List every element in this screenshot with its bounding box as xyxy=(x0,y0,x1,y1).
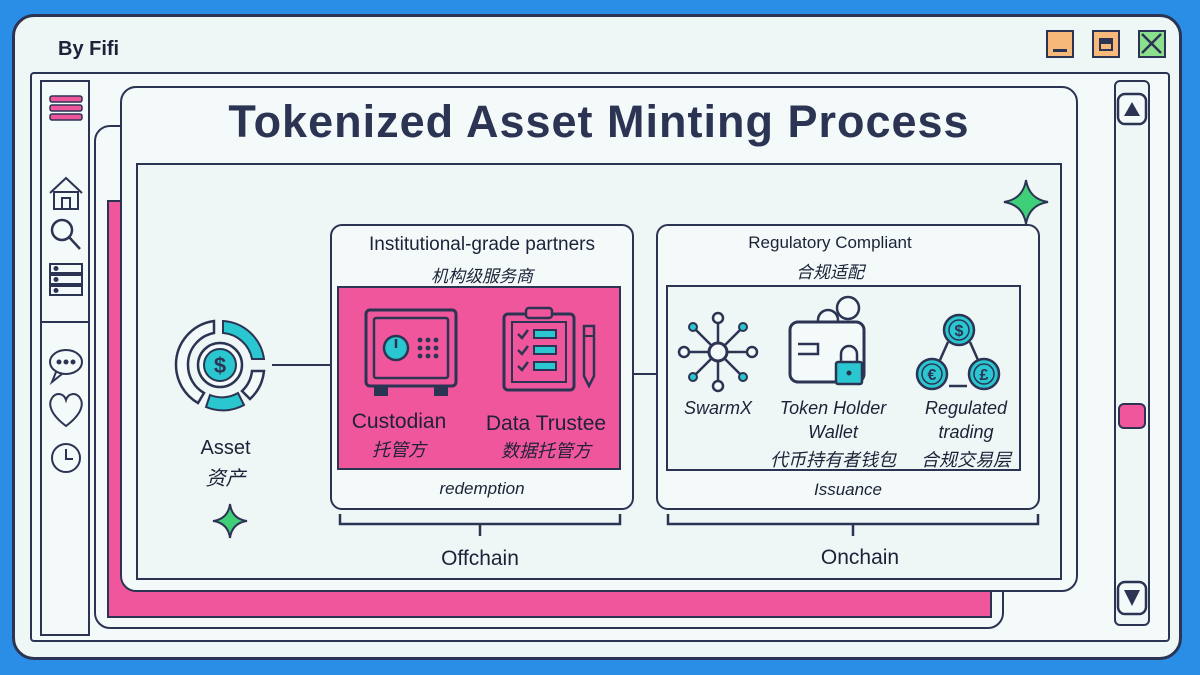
close-icon[interactable] xyxy=(1138,30,1166,58)
search-icon[interactable] xyxy=(50,218,81,250)
maximize-icon[interactable] xyxy=(1092,30,1120,58)
onchain-heading: Regulatory Compliant xyxy=(748,233,912,252)
minimize-icon[interactable] xyxy=(1046,30,1074,58)
offchain-label: Offchain xyxy=(441,547,519,570)
sidebar-icons xyxy=(40,95,90,473)
onchain-label: Onchain xyxy=(820,546,900,569)
asset-coin-icon: $ xyxy=(174,319,266,412)
trustee-label-cn: 数据托管方 xyxy=(501,441,591,461)
wallet-icon xyxy=(788,295,866,386)
menu-icon[interactable] xyxy=(49,95,83,121)
chat-icon[interactable] xyxy=(49,349,83,386)
connector-asset-offchain xyxy=(272,364,331,366)
trustee-label: Data Trustee xyxy=(485,412,607,435)
scrollbar-thumb[interactable] xyxy=(1118,403,1146,429)
offchain-bracket xyxy=(338,514,622,536)
offchain-footer: redemption xyxy=(439,479,525,498)
trading-label-cn: 合规交易层 xyxy=(921,450,1011,470)
scrollbar-track[interactable] xyxy=(1114,80,1150,626)
server-icon[interactable] xyxy=(49,263,83,296)
svg-text:$: $ xyxy=(955,323,964,340)
wallet-label-line1: Token Holder xyxy=(779,398,887,418)
svg-text:£: £ xyxy=(980,367,989,384)
heart-icon[interactable] xyxy=(49,393,83,428)
home-icon[interactable] xyxy=(49,176,83,210)
offchain-heading-cn: 机构级服务商 xyxy=(431,267,533,286)
scrollbar-controls xyxy=(1116,92,1148,616)
trading-label-line1: Regulated xyxy=(924,398,1008,418)
svg-text:$: $ xyxy=(214,353,226,378)
connector-offchain-onchain xyxy=(633,373,657,375)
network-icon xyxy=(677,311,759,393)
sparkle-icon xyxy=(212,503,248,539)
trading-currency-icon: $ € £ xyxy=(915,313,1001,391)
swarmx-label: SwarmX xyxy=(683,398,752,418)
onchain-footer: Issuance xyxy=(813,480,883,499)
custodian-label-cn: 托管方 xyxy=(372,440,426,460)
wallet-label-cn: 代币持有者钱包 xyxy=(770,450,896,470)
sparkle-icon xyxy=(1003,179,1049,225)
onchain-bracket xyxy=(666,514,1040,536)
clock-icon[interactable] xyxy=(51,443,81,473)
window-byline: By Fifi xyxy=(58,38,120,60)
scroll-down-icon[interactable] xyxy=(1116,580,1148,616)
page-title: Tokenized Asset Minting Process xyxy=(228,96,970,147)
scroll-up-icon[interactable] xyxy=(1116,92,1148,126)
onchain-heading-cn: 合规适配 xyxy=(796,263,864,282)
asset-label-cn: 资产 xyxy=(205,468,246,490)
asset-label: Asset xyxy=(200,437,251,459)
svg-text:€: € xyxy=(928,367,937,384)
trading-label-line2: trading xyxy=(938,422,994,442)
safe-icon xyxy=(364,308,458,396)
wallet-label-line2: Wallet xyxy=(808,422,858,442)
clipboard-icon xyxy=(502,306,596,392)
custodian-label: Custodian xyxy=(351,410,447,433)
offchain-heading: Institutional-grade partners xyxy=(368,234,595,255)
brackets xyxy=(338,514,1040,536)
